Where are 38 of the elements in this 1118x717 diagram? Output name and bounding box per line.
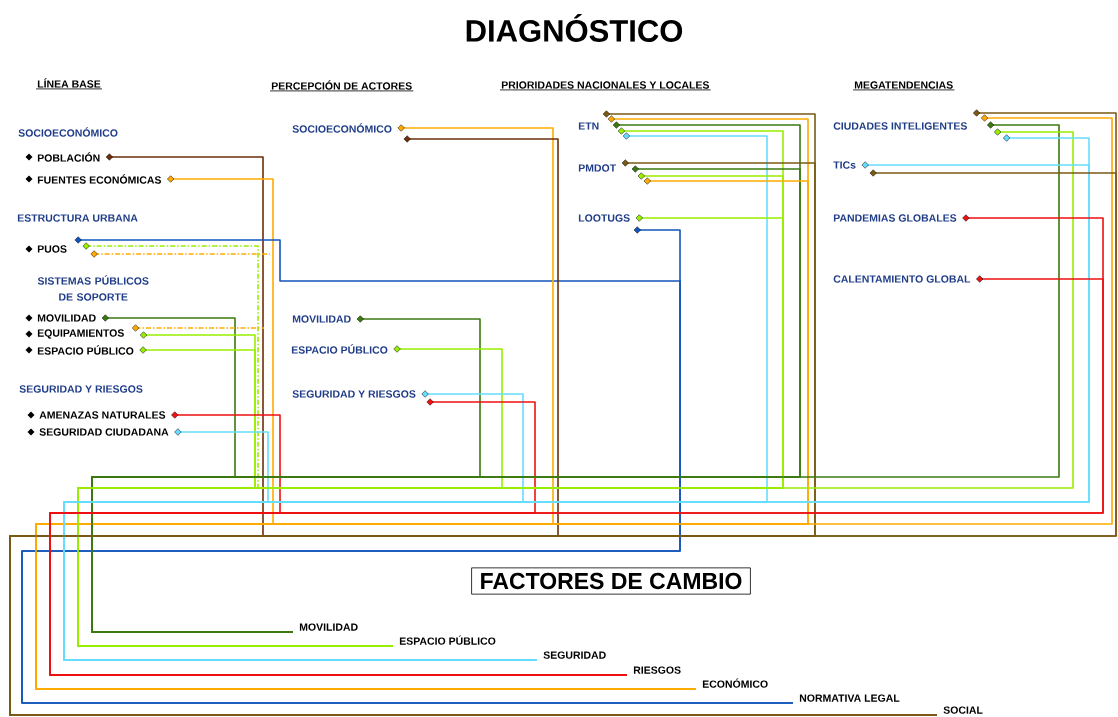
item-text: PANDEMIAS GLOBALES (833, 214, 957, 222)
item-text: ESPACIO PÚBLICO (291, 344, 388, 354)
item-text: PMDOT (578, 164, 616, 172)
title-box: FACTORES DE CAMBIO (471, 567, 751, 595)
section-heading: MEGATENDENCIAS (852, 81, 955, 91)
section-heading: PRIORIDADES NACIONALES Y LOCALES (499, 81, 712, 91)
group-heading: SISTEMAS PÚBLICOS DE SOPORTE (37, 275, 149, 301)
item-text: SEGURIDAD CIUDADANA (39, 428, 169, 436)
item-text: EQUIPAMIENTOS (37, 329, 124, 339)
connector-line (90, 250, 271, 258)
factor-label: SEGURIDAD (543, 651, 606, 659)
item-text: SOCIOECONÓMICO (292, 123, 392, 133)
item-text: ETN (578, 122, 599, 130)
section-heading: LÍNEA BASE (35, 78, 103, 90)
factor-label: ESPACIO PÚBLICO (399, 635, 496, 645)
item-text: SEGURIDAD Y RIESGOS (292, 390, 416, 398)
diagram-title: DIAGNÓSTICO (466, 14, 683, 42)
item-text: ESPACIO PÚBLICO (37, 345, 134, 355)
section-heading: PERCEPCIÓN DE ACTORES (269, 80, 414, 92)
factor-label: MOVILIDAD (299, 623, 358, 631)
item-text: MOVILIDAD (37, 314, 96, 322)
item-text: TICs (833, 161, 856, 169)
item-text: MOVILIDAD (292, 315, 351, 323)
factor-label: NORMATIVA LEGAL (799, 694, 900, 702)
item-text: CIUDADES INTELIGENTES (833, 122, 967, 130)
group-heading: SOCIOECONÓMICO (18, 127, 118, 137)
item-text: LOOTUGS (578, 214, 630, 222)
item-text: CALENTAMIENTO GLOBAL (833, 275, 971, 283)
item-text: PUOS (37, 245, 67, 253)
connector-line (132, 324, 265, 332)
group-heading: ESTRUCTURA URBANA (17, 214, 138, 222)
group-heading: SEGURIDAD Y RIESGOS (19, 385, 143, 393)
item-text: POBLACIÓN (37, 152, 100, 162)
item-text: AMENAZAS NATURALES (39, 411, 166, 419)
factor-label: SOCIAL (943, 706, 983, 714)
item-text: FUENTES ECONÓMICAS (37, 174, 162, 184)
factor-label: ECONÓMICO (702, 678, 768, 688)
factor-label: RIESGOS (633, 666, 681, 674)
